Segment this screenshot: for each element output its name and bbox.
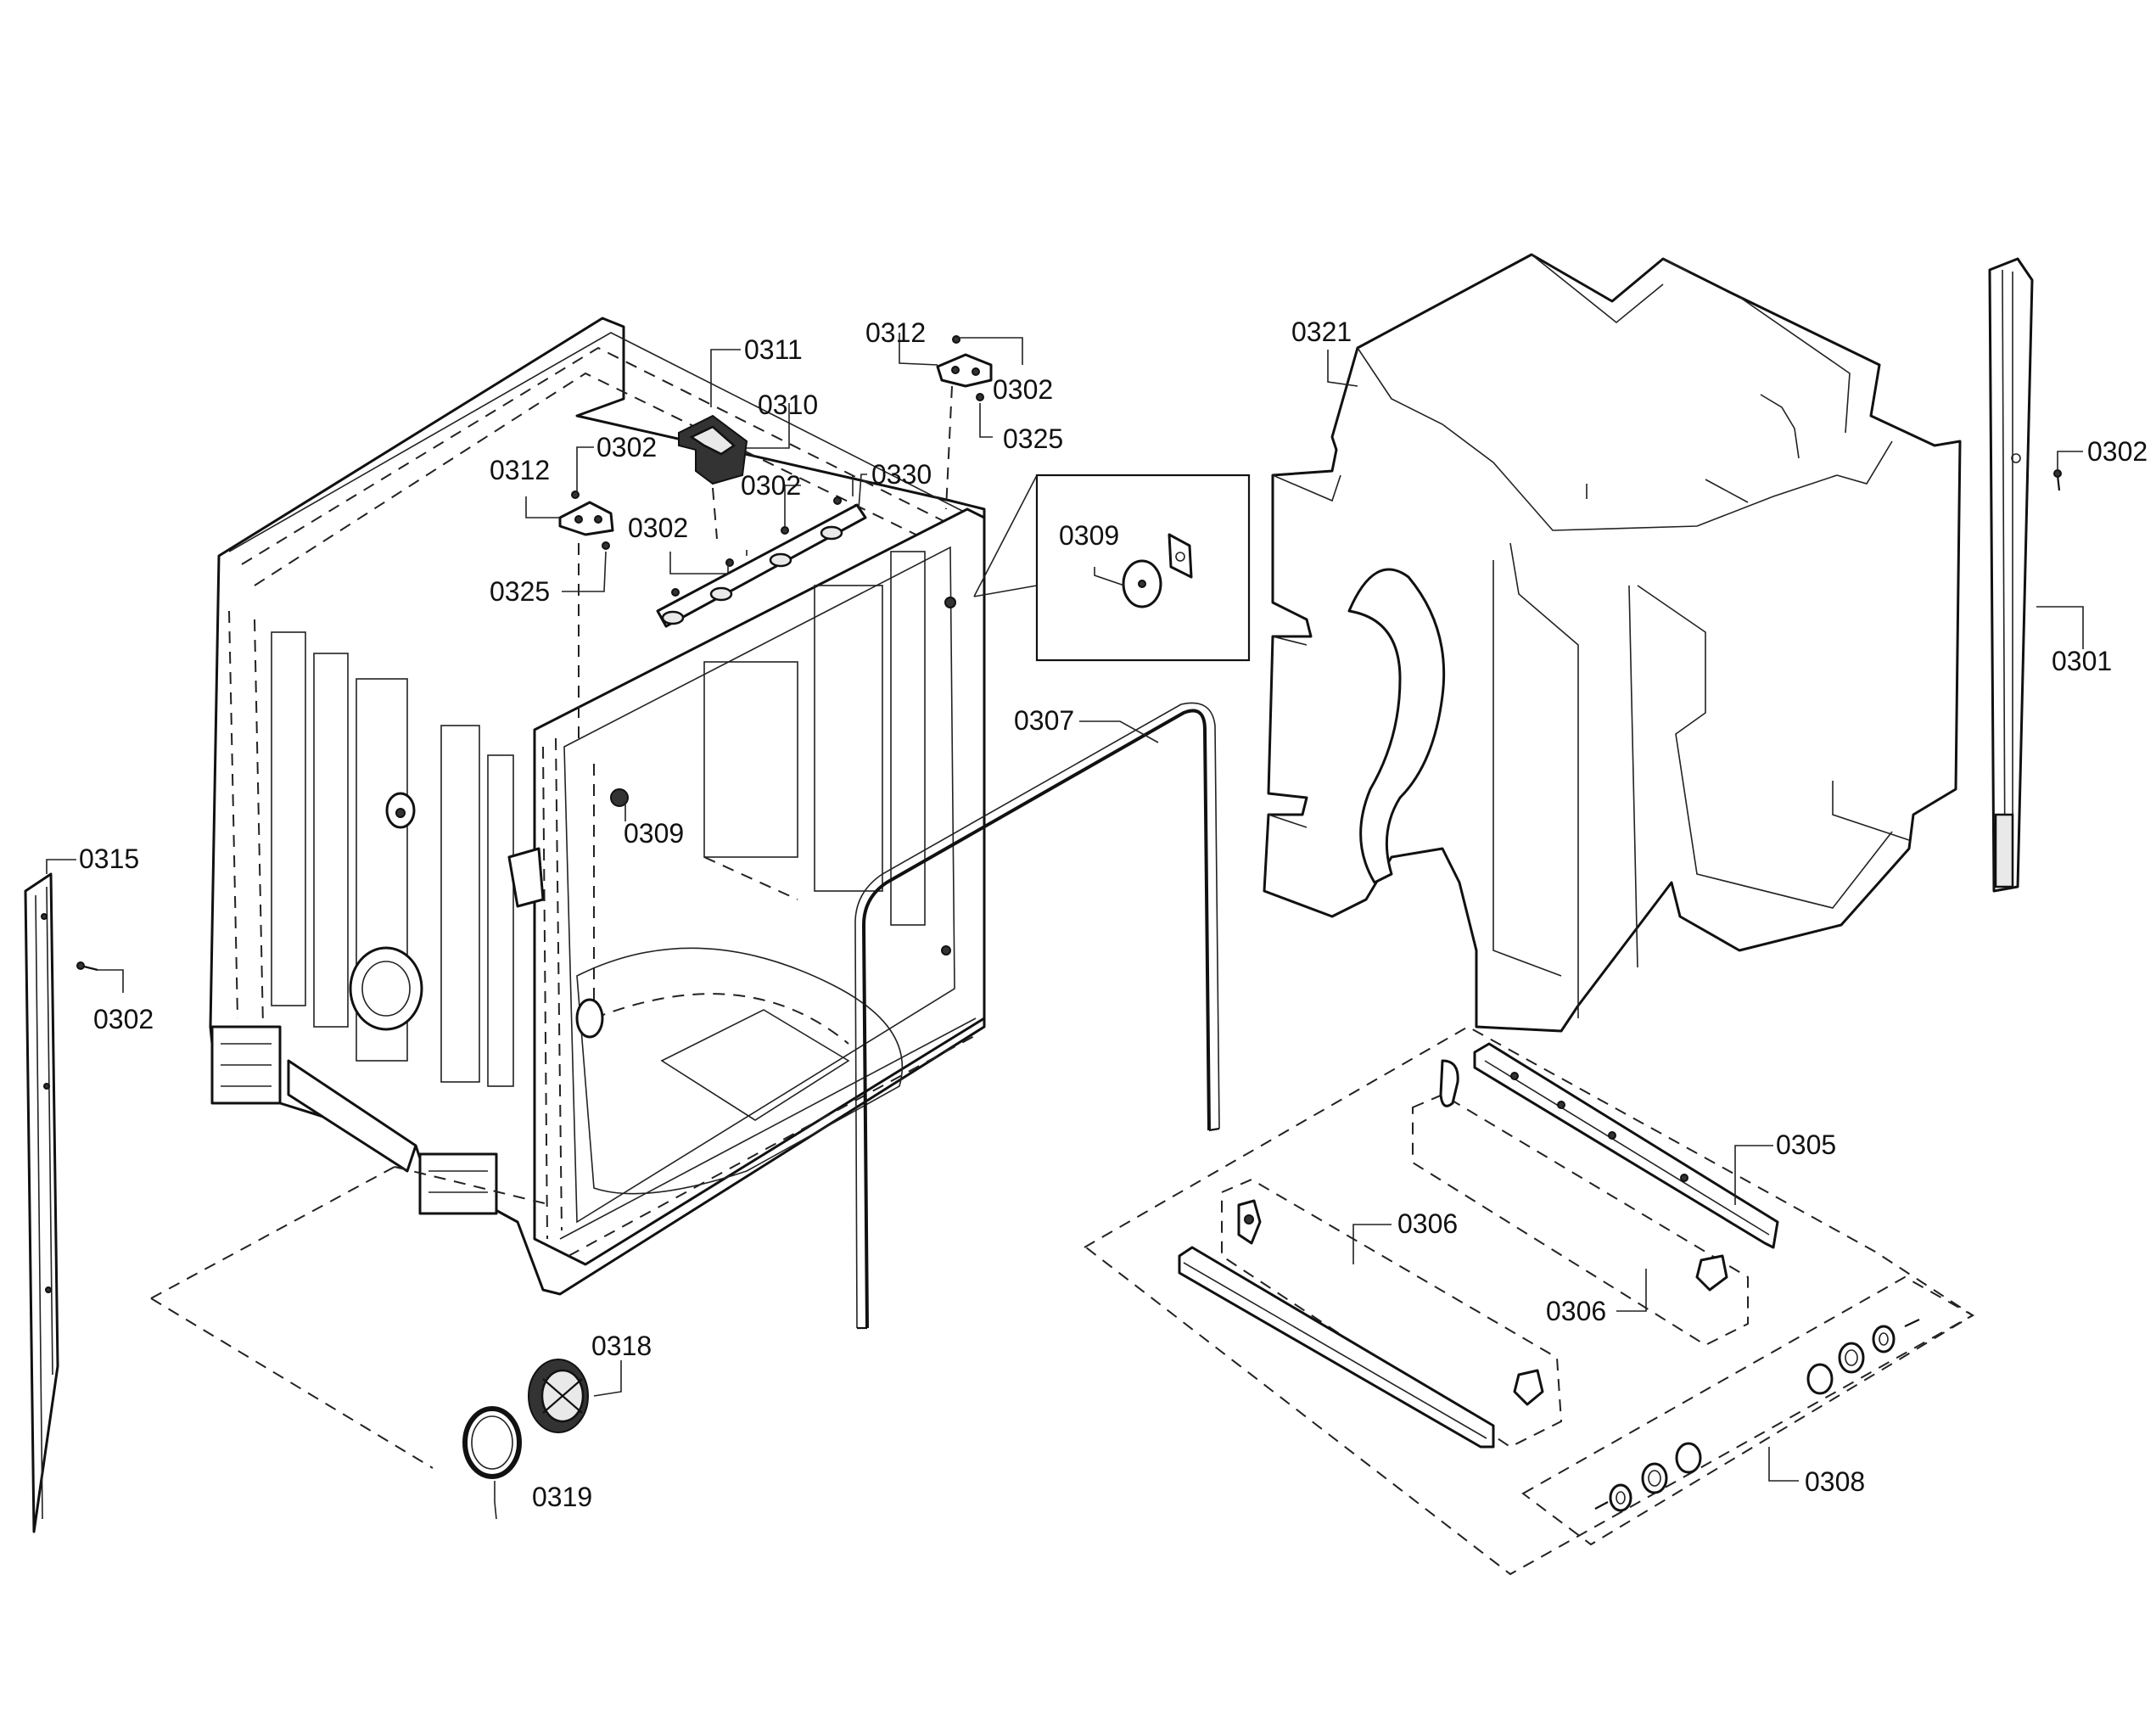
part-0306-foot-front-left[interactable]: [1237, 1199, 1262, 1245]
label-0307: 0307: [1014, 705, 1074, 736]
part-0312-bracket-left[interactable]: [558, 501, 614, 536]
label-0310: 0310: [758, 390, 818, 420]
part-0302-screw-right[interactable]: [2053, 469, 2062, 491]
label-0318: 0318: [591, 1331, 652, 1361]
part-0312-bracket-right[interactable]: [936, 353, 993, 388]
label-0302-b: 0302: [596, 432, 657, 462]
label-0330: 0330: [871, 459, 932, 490]
part-0302-screw-left[interactable]: [76, 961, 98, 972]
base-dashed-outline: [150, 1025, 1974, 1576]
part-0301-side-trim[interactable]: [1988, 257, 2034, 893]
part-0308-leveling-feet[interactable]: [1594, 1319, 1920, 1512]
label-0302-f: 0302: [93, 1004, 154, 1034]
part-0310-hinge[interactable]: [678, 414, 748, 485]
label-0306-a: 0306: [1397, 1208, 1458, 1239]
label-0309-a: 0309: [1059, 520, 1119, 551]
leader-lines: [46, 333, 2084, 1520]
detail-inset-0309: [973, 474, 1251, 662]
label-0302-c: 0302: [741, 470, 801, 501]
part-0305-rear-rail[interactable]: [1473, 1042, 1779, 1249]
label-0325-a: 0325: [1003, 423, 1063, 454]
label-0308: 0308: [1805, 1466, 1865, 1497]
label-0312-b: 0312: [490, 455, 550, 485]
part-labels: 0311 0310 0312 0302 0325 0312 0302 0302 …: [79, 317, 2148, 1512]
label-0302-e: 0302: [2087, 436, 2148, 467]
part-0307-door-seal[interactable]: [854, 702, 1220, 1330]
label-0301: 0301: [2052, 646, 2112, 676]
label-0311: 0311: [744, 334, 803, 365]
part-0319-gasket[interactable]: [462, 1406, 522, 1479]
part-0321-insulation[interactable]: [1263, 253, 1962, 1033]
part-0315-side-trim[interactable]: [24, 872, 59, 1533]
label-0319: 0319: [532, 1482, 592, 1512]
label-0309-b: 0309: [624, 818, 684, 849]
part-0305-front-rail[interactable]: [1178, 1246, 1495, 1449]
label-0315: 0315: [79, 843, 139, 874]
part-0318-filter-cover[interactable]: [528, 1359, 589, 1433]
label-0325-b: 0325: [490, 576, 550, 607]
part-0306-foot-front-right[interactable]: [1513, 1369, 1544, 1406]
label-0305: 0305: [1776, 1129, 1836, 1160]
label-0302-d: 0302: [628, 513, 688, 543]
label-0312-a: 0312: [865, 317, 926, 348]
label-0321: 0321: [1291, 317, 1352, 347]
part-0306-foot-rear-left[interactable]: [1439, 1059, 1459, 1107]
part-0302-screw-set[interactable]: [571, 335, 984, 597]
part-0330-top-rail[interactable]: [656, 503, 867, 628]
label-0302-a: 0302: [993, 374, 1053, 405]
tub-assembly[interactable]: [209, 317, 986, 1296]
label-0306-b: 0306: [1546, 1296, 1606, 1326]
part-0306-foot-rear-right[interactable]: [1695, 1254, 1728, 1292]
